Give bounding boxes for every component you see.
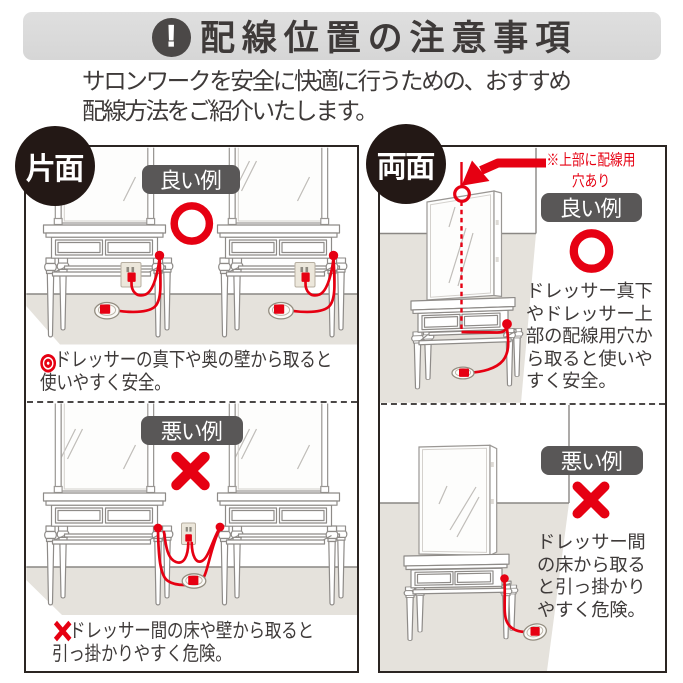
floor-outlet — [451, 366, 475, 380]
annotation-arrow-icon — [461, 158, 546, 186]
floor-outlet — [523, 623, 547, 641]
cable-port-dot — [500, 574, 509, 583]
header-banner: ! 配線位置の注意事項 — [23, 12, 661, 60]
single-sided-label: 片面 — [15, 125, 95, 206]
wiring-hole-circle — [453, 185, 471, 203]
exclamation-glyph: ! — [166, 20, 177, 54]
double-sided-panel — [378, 145, 667, 673]
left-bad-caption: ✕ドレッサー間の床や壁から取ると 引っ掛かりやすく危険。 — [51, 616, 314, 665]
mirror — [418, 444, 498, 557]
cable-port-dot — [328, 250, 339, 261]
right-bad-caption: ドレッサー間 の床から取る と引っ掛かり やすく危険。 — [537, 531, 646, 620]
good-example-badge: 良い例 — [540, 193, 642, 222]
right-good-caption: ドレッサー真下 やドレッサー上 部の配線用穴か ら取ると使いや すく安全。 — [526, 280, 653, 391]
page-title: 配線位置の注意事項 — [200, 19, 578, 58]
cable-port-dot — [502, 319, 512, 329]
double-sided-label: 両面 — [366, 124, 446, 204]
red-plug — [459, 368, 469, 377]
left-panel-divider — [27, 401, 357, 403]
floor — [26, 567, 357, 615]
right-good-illustration — [380, 147, 614, 403]
cable-port-dot — [154, 250, 165, 261]
red-plug — [188, 575, 199, 585]
cable-left-dresser — [109, 255, 162, 314]
red-plug — [274, 304, 285, 314]
cable-right-dresser — [283, 255, 336, 314]
bad-mark-icon — [171, 451, 210, 491]
cable-port-dot — [215, 522, 225, 532]
bad-mark-char: ✕ — [51, 616, 74, 649]
bad-example-badge: 悪い例 — [140, 416, 243, 445]
wiring-hole-note: ※上部に配線用 穴あり — [546, 152, 636, 190]
cable — [468, 327, 510, 374]
red-plug — [100, 304, 111, 314]
red-plug — [301, 272, 310, 282]
left-good-illustration — [26, 147, 357, 345]
right-bad-illustration — [380, 405, 610, 671]
dresser-table — [410, 296, 524, 390]
floor-outlet — [268, 301, 294, 320]
floor-outlet — [94, 301, 120, 320]
good-mark-icon — [170, 202, 214, 245]
single-sided-panel — [24, 145, 359, 673]
bad-mark-icon — [572, 481, 610, 519]
bad-example-badge: 悪い例 — [541, 445, 643, 475]
red-plug — [185, 534, 192, 542]
good-mark-icon — [569, 229, 614, 273]
left-bad-illustration — [26, 403, 357, 615]
right-panel-divider — [381, 402, 665, 405]
red-plug — [530, 627, 540, 636]
cable — [503, 581, 531, 634]
floor-outlet — [181, 573, 207, 589]
left-good-caption: ◎ドレッサーの真下や奥の壁から取ると 使いやすく安全。 — [40, 349, 333, 394]
red-plug — [127, 272, 136, 282]
exclamation-icon: ! — [152, 18, 191, 57]
cable-port-dot — [153, 523, 163, 533]
intro-text: サロンワークを安全に快適に行うための、おすすめ 配線方法をご紹介いたします。 — [82, 68, 572, 124]
good-example-badge: 良い例 — [141, 164, 240, 194]
good-mark-char: ◎ — [40, 349, 57, 374]
